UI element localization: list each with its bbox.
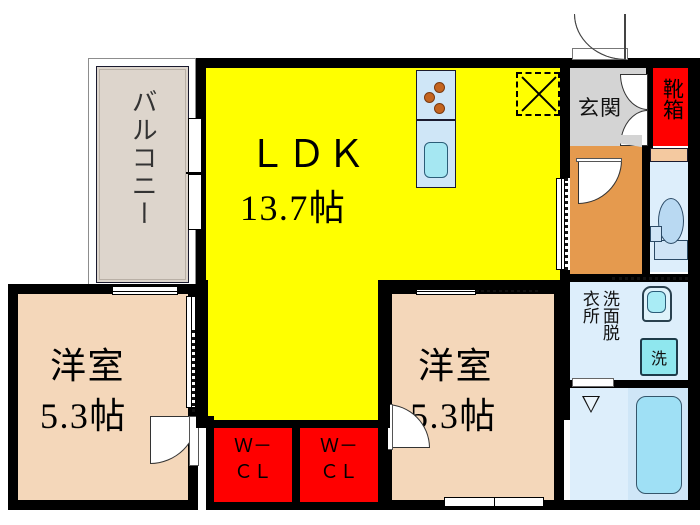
toilet-shelf — [650, 148, 688, 162]
bedroom-right-window-bottom[interactable] — [444, 497, 544, 507]
bedroom-right-top-sliding[interactable] — [476, 289, 538, 292]
kitchen-sink-bowl — [424, 142, 448, 178]
washbasin-bowl — [647, 291, 666, 313]
entrance-label: 玄関 — [578, 96, 622, 120]
wall-bottom-right — [560, 500, 700, 510]
wall-ldk-bottom-left-stub — [196, 280, 208, 426]
stove-burner-2 — [424, 92, 435, 103]
bath-door[interactable] — [572, 378, 614, 387]
closet-right-textwrap: Ｗ－ ＣＬ — [300, 436, 378, 496]
wall-ldk-bottom-segment — [196, 416, 214, 428]
closet-left — [214, 428, 292, 502]
washroom-toilet-door[interactable] — [612, 277, 688, 280]
wall-ldk-right-upper — [560, 68, 570, 178]
entrance-door-leaf — [624, 14, 626, 60]
ldk-hallway-door-frame[interactable] — [556, 178, 565, 270]
closet-right-label-2: ＣＬ — [319, 462, 358, 483]
balcony-area — [96, 66, 189, 283]
bedroom-left-area-label: 5.3帖 — [40, 396, 127, 436]
wall-ldk-bottom-right — [378, 280, 564, 290]
balcony-window-mullion — [186, 172, 204, 174]
balcony-window[interactable] — [188, 118, 202, 230]
wall-ldk-notch-right — [378, 280, 390, 428]
closet-left-label-1: Ｗ－ — [233, 436, 272, 457]
ldk-label: ＬＤＫ — [248, 134, 367, 176]
bedroom-left-window-right[interactable] — [186, 296, 196, 408]
ldk-hallway-sliding-door[interactable] — [565, 178, 568, 270]
wall-top-right — [560, 58, 700, 68]
balcony-label: バルコニー — [128, 88, 158, 228]
washroom-label-col1: 衣所 — [579, 290, 599, 324]
closet-right — [300, 428, 378, 502]
pipe-space-icon — [516, 72, 560, 116]
bedroom-right-label: 洋室 — [418, 346, 493, 386]
closet-left-textwrap: Ｗ－ ＣＬ — [214, 436, 292, 496]
bathtub — [636, 396, 682, 494]
stove-burner-3 — [434, 103, 445, 114]
toilet-flush-lever — [650, 226, 662, 242]
wall-shoe-cabinet-left — [646, 60, 653, 150]
washroom-label-col2: 洗面脱 — [599, 290, 619, 341]
washing-machine: 洗 — [640, 338, 678, 376]
shoe-cabinet-area — [652, 68, 688, 146]
bedroom-left-sliding-door[interactable] — [192, 330, 195, 412]
bedroom-right-area — [392, 294, 554, 500]
bedroom-left-area — [18, 294, 188, 500]
shoe-cabinet-label: 靴箱 — [660, 78, 685, 120]
ldk-area-label: 13.7帖 — [240, 188, 347, 228]
wall-ldk-right-lower — [560, 270, 570, 420]
stove-burner-1 — [434, 82, 445, 93]
bath-drain-icon — [582, 396, 600, 413]
wall-right-exterior — [688, 58, 700, 508]
bedroom-left-door-leaf[interactable] — [189, 416, 199, 466]
hallway-door-leaf — [576, 158, 622, 162]
closet-right-label-1: Ｗ－ — [319, 436, 358, 457]
bedroom-left-window-top[interactable] — [112, 286, 178, 295]
wall-ldk-top — [196, 58, 570, 68]
balcony-rail-line — [99, 69, 186, 280]
closet-left-label-2: ＣＬ — [233, 462, 272, 483]
toilet-bowl — [658, 198, 684, 244]
wall-toilet-left — [642, 146, 650, 276]
bedroom-left-label: 洋室 — [50, 346, 125, 386]
closet-divider-wall — [292, 428, 300, 502]
wall-bath-top — [560, 380, 700, 388]
washing-machine-label: 洗 — [650, 351, 667, 368]
